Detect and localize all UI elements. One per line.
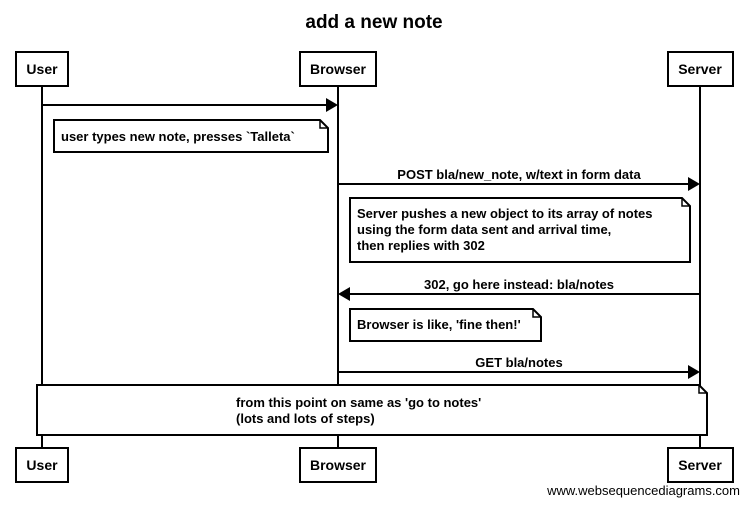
actor-browser-bottom-label: Browser (310, 457, 367, 473)
note-user-types-line-1: user types new note, presses `Talleta` (61, 129, 295, 144)
note-final-line-1: from this point on same as 'go to notes' (236, 395, 481, 410)
message-get-notes-label: GET bla/notes (475, 355, 562, 370)
note-browser-fine: Browser is like, 'fine then!' (349, 308, 542, 342)
note-final-line-2: (lots and lots of steps) (236, 411, 375, 426)
note-fold-icon (532, 309, 541, 318)
actor-browser-top-label: Browser (310, 61, 367, 77)
note-server-pushes: Server pushes a new object to its array … (349, 197, 691, 263)
arrow-left-icon (338, 287, 350, 301)
message-get-notes: GET bla/notes (338, 355, 700, 379)
actor-server-bottom-label: Server (678, 457, 722, 473)
message-post-new-note-label: POST bla/new_note, w/text in form data (397, 167, 641, 182)
note-final-spanning: from this point on same as 'go to notes'… (36, 384, 708, 436)
footer-watermark: www.websequencediagrams.com (546, 483, 740, 498)
message-user-to-browser (42, 98, 338, 112)
note-browser-fine-line-1: Browser is like, 'fine then!' (357, 317, 521, 332)
actor-server-bottom: Server (667, 447, 734, 483)
actor-server-top: Server (667, 51, 734, 87)
actor-browser-top: Browser (299, 51, 377, 87)
note-fold-icon (319, 120, 328, 129)
note-server-pushes-line-3: then replies with 302 (357, 238, 485, 253)
arrow-right-icon (688, 177, 700, 191)
note-server-pushes-line-1: Server pushes a new object to its array … (357, 206, 652, 221)
actor-user-top-label: User (26, 61, 58, 77)
actor-server-top-label: Server (678, 61, 722, 77)
actor-user-bottom: User (15, 447, 69, 483)
diagram-title: add a new note (305, 12, 442, 33)
note-fold-icon (698, 385, 707, 394)
actor-user-top: User (15, 51, 69, 87)
note-fold-icon (681, 198, 690, 207)
message-302-redirect-label: 302, go here instead: bla/notes (424, 277, 614, 292)
arrow-right-icon (688, 365, 700, 379)
arrow-right-icon (326, 98, 338, 112)
actor-user-bottom-label: User (26, 457, 58, 473)
message-post-new-note: POST bla/new_note, w/text in form data (338, 167, 700, 191)
actor-browser-bottom: Browser (299, 447, 377, 483)
message-302-redirect: 302, go here instead: bla/notes (338, 277, 700, 301)
note-server-pushes-line-2: using the form data sent and arrival tim… (357, 222, 611, 237)
note-user-types: user types new note, presses `Talleta` (53, 119, 329, 153)
